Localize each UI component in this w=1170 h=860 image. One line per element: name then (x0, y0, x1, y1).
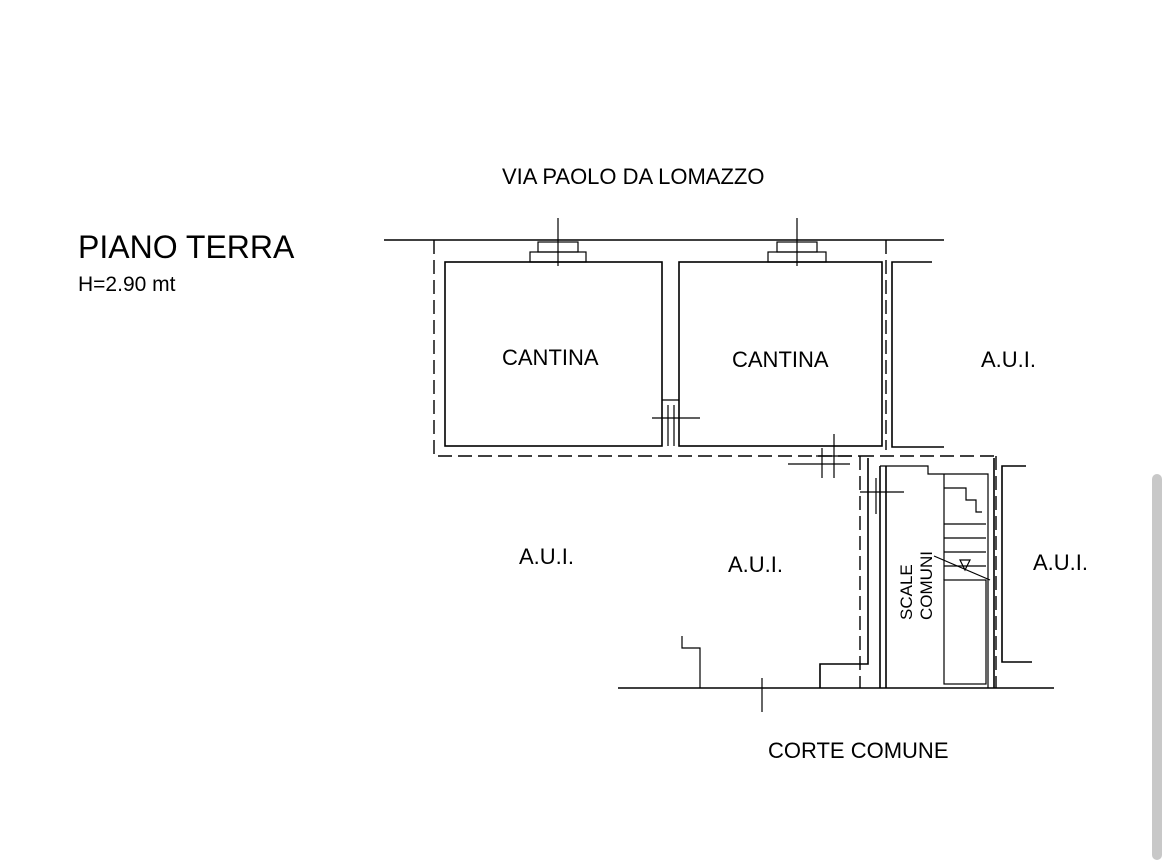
court-label: CORTE COMUNE (768, 738, 949, 763)
door-between-cantine (652, 399, 700, 446)
door-cantina-2 (788, 434, 852, 478)
cantina-room-1: CANTINA (444, 261, 663, 447)
cantina-1-label: CANTINA (502, 345, 599, 370)
stairs-enclosure (819, 458, 995, 688)
aui-bottom-center-label: A.U.I. (728, 552, 783, 577)
aui-bottom-left-label: A.U.I. (519, 544, 574, 569)
stair-steps (933, 474, 991, 581)
aui-top-right-label: A.U.I. (981, 347, 1036, 372)
property-boundary (433, 240, 997, 688)
aui-bottom-right-area: A.U.I. (1001, 465, 1088, 663)
stairs-label-line1: SCALE (897, 564, 916, 620)
cantina-room-2: CANTINA (678, 261, 883, 447)
window-symbol-1 (529, 218, 587, 266)
floor-height: H=2.90 mt (78, 273, 176, 296)
floor-title: PIANO TERRA (78, 229, 295, 265)
cantina-2-label: CANTINA (732, 347, 829, 372)
street-label: VIA PAOLO DA LOMAZZO (502, 164, 764, 189)
court-wall (618, 636, 1054, 712)
window-symbol-2 (767, 218, 827, 266)
aui-bottom-right-label: A.U.I. (1033, 550, 1088, 575)
stairs-label-line2: COMUNI (917, 551, 936, 620)
vertical-scrollbar[interactable] (1152, 474, 1162, 860)
aui-top-right-area: A.U.I. (891, 261, 1036, 448)
